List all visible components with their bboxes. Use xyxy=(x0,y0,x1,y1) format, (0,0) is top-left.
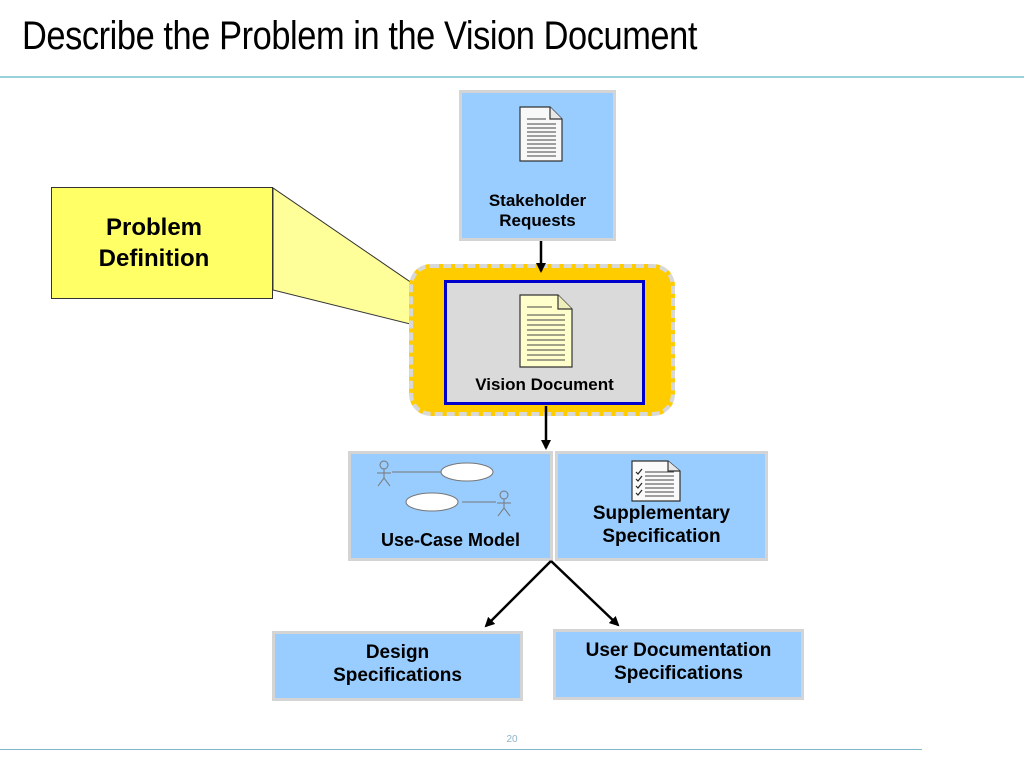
design-specifications-node: Design Specifications xyxy=(272,631,523,701)
use-case-diagram-icon xyxy=(377,460,511,517)
checklist-document-icon xyxy=(631,460,681,502)
page-number: 20 xyxy=(506,734,518,745)
problem-definition-label: Problem Definition xyxy=(98,214,210,273)
arrow-to-design-specifications xyxy=(484,560,552,628)
arrow-to-user-documentation xyxy=(550,560,620,627)
use-case-model-node: Use-Case Model xyxy=(348,451,553,561)
user-documentation-specifications-label: User Documentation Specifications xyxy=(585,640,772,684)
supplementary-specification-node: Supplementary Specification xyxy=(555,451,768,561)
vision-document-label: Vision Document xyxy=(475,375,614,394)
slide-title: Describe the Problem in the Vision Docum… xyxy=(22,14,697,58)
supplementary-specification-label: Supplementary Specification xyxy=(592,503,731,547)
vision-document-node: Vision Document xyxy=(444,280,645,405)
footer-divider xyxy=(0,749,922,750)
user-documentation-specifications-node: User Documentation Specifications xyxy=(553,629,804,700)
problem-definition-callout: Problem Definition xyxy=(51,187,273,299)
use-case-model-label: Use-Case Model xyxy=(380,530,521,550)
stakeholder-requests-node: Stakeholder Requests xyxy=(459,90,616,241)
design-specifications-label: Design Specifications xyxy=(333,642,462,686)
title-divider xyxy=(0,76,1024,78)
document-icon xyxy=(519,106,563,162)
document-icon xyxy=(519,294,573,368)
stakeholder-requests-label: Stakeholder Requests xyxy=(488,191,587,231)
